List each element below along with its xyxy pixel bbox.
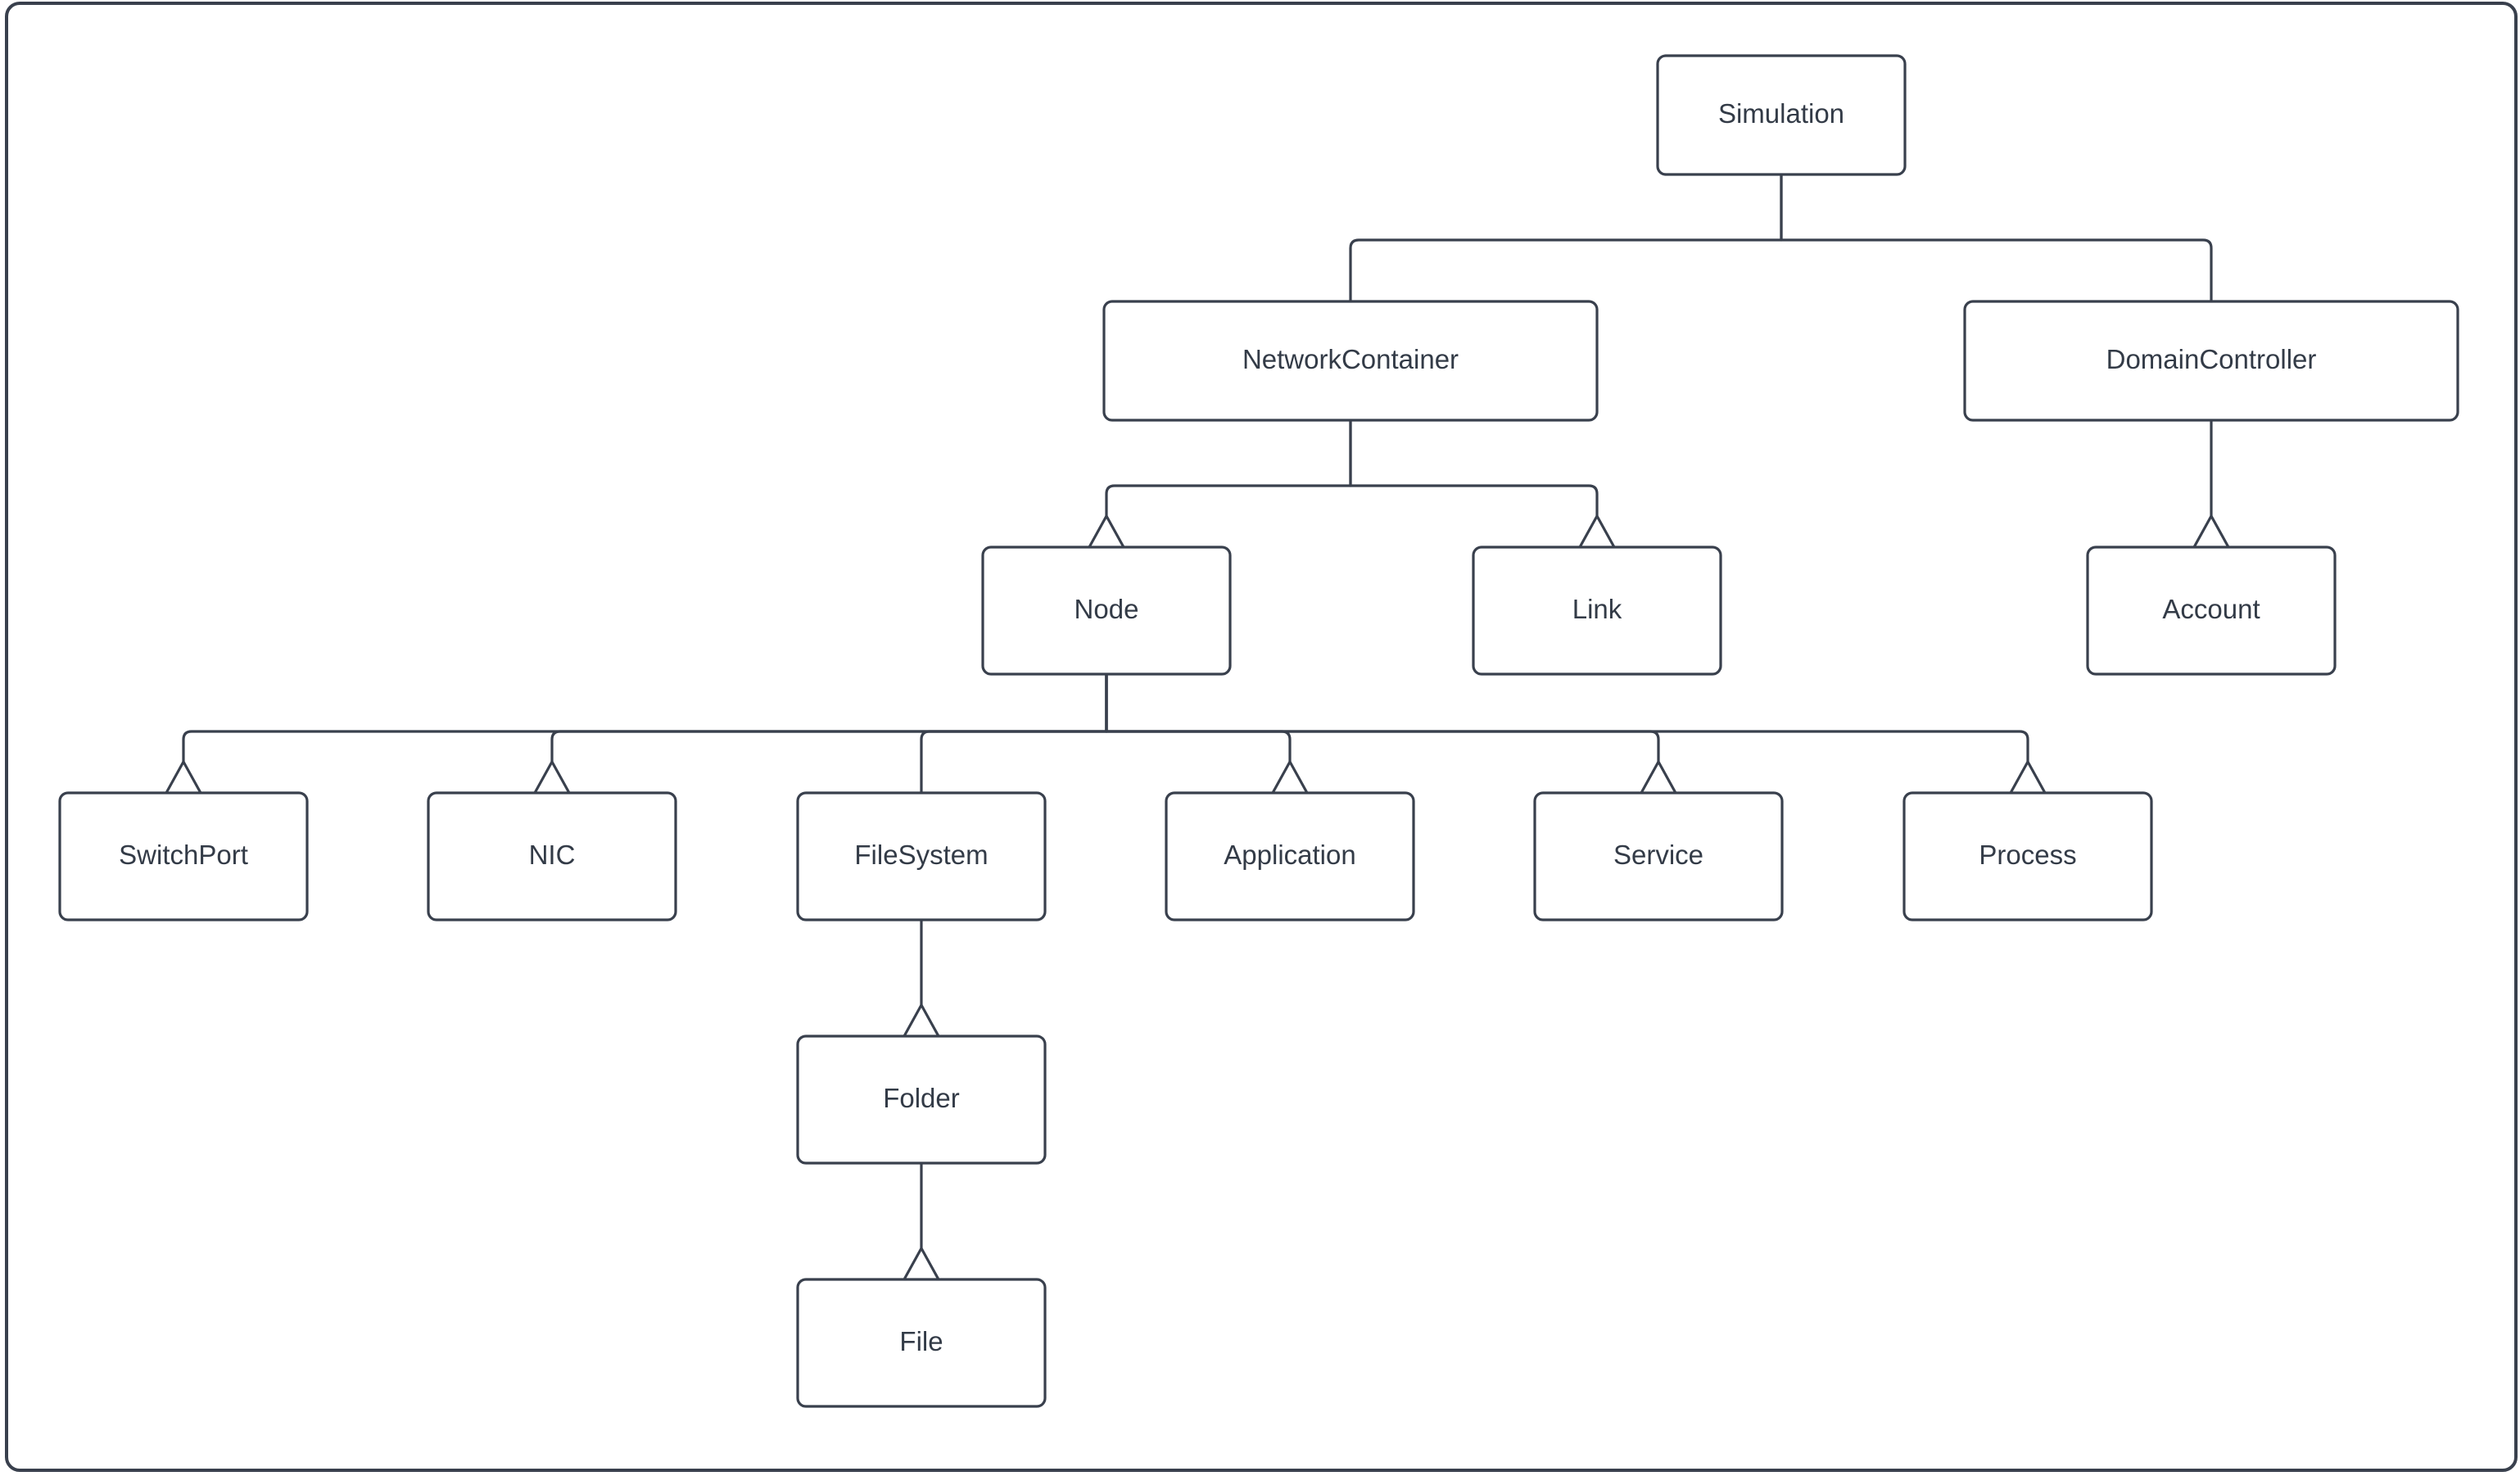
class-box-networkcontainer[interactable]: NetworkContainer [1102, 300, 1599, 422]
class-box-rect [1102, 300, 1599, 422]
class-box-rect [1656, 54, 1907, 176]
class-label-service: Service [1613, 840, 1703, 870]
generalization-arrow-process [2009, 761, 2047, 794]
class-box-application[interactable]: Application [1165, 791, 1415, 921]
class-label-domaincontroller: DomainController [2106, 344, 2317, 374]
class-label-simulation: Simulation [1718, 98, 1844, 129]
generalization-arrow-folder [903, 1004, 940, 1037]
class-box-rect [1472, 546, 1722, 676]
class-box-link[interactable]: Link [1472, 546, 1722, 676]
class-box-rect [1533, 791, 1784, 921]
generalization-arrow-switchport [165, 761, 202, 794]
class-label-file: File [899, 1326, 943, 1356]
class-label-networkcontainer: NetworkContainer [1242, 344, 1459, 374]
class-box-rect [796, 1035, 1047, 1165]
edge-layer [165, 174, 2230, 1280]
edge-simulation-to-networkcontainer [1349, 174, 1783, 301]
class-box-rect [1902, 791, 2153, 921]
class-box-switchport[interactable]: SwitchPort [58, 791, 309, 921]
edge-node-to-process [1105, 674, 2029, 762]
class-box-rect [796, 791, 1047, 921]
class-label-switchport: SwitchPort [119, 840, 248, 870]
class-box-node[interactable]: Node [981, 546, 1232, 676]
class-box-rect [58, 791, 309, 921]
class-box-rect [796, 1278, 1047, 1408]
edge-node-to-filesystem [920, 674, 1108, 793]
edge-networkcontainer-to-node [1105, 420, 1352, 516]
class-label-account: Account [2162, 594, 2260, 624]
class-box-domaincontroller[interactable]: DomainController [1963, 300, 2459, 422]
edge-simulation-to-domaincontroller [1780, 174, 2213, 301]
class-label-application: Application [1224, 840, 1355, 870]
class-box-rect [2086, 546, 2337, 676]
class-label-node: Node [1075, 594, 1139, 624]
generalization-arrow-service [1640, 761, 1677, 794]
class-box-service[interactable]: Service [1533, 791, 1784, 921]
generalization-arrow-application [1271, 761, 1309, 794]
class-box-account[interactable]: Account [2086, 546, 2337, 676]
class-label-nic: NIC [529, 840, 576, 870]
generalization-arrow-account [2192, 515, 2230, 548]
edge-networkcontainer-to-link [1349, 420, 1599, 516]
edge-node-to-switchport [182, 674, 1108, 762]
class-box-process[interactable]: Process [1902, 791, 2153, 921]
class-label-link: Link [1572, 594, 1622, 624]
generalization-arrow-file [903, 1247, 940, 1280]
edge-node-to-nic [550, 674, 1108, 762]
class-label-folder: Folder [883, 1083, 960, 1113]
class-box-nic[interactable]: NIC [427, 791, 677, 921]
class-box-rect [1165, 791, 1415, 921]
class-box-rect [981, 546, 1232, 676]
class-box-folder[interactable]: Folder [796, 1035, 1047, 1165]
generalization-arrow-nic [533, 761, 571, 794]
class-box-rect [1963, 300, 2459, 422]
diagram-frame [5, 2, 2518, 1472]
generalization-arrow-link [1578, 515, 1616, 548]
class-box-rect [427, 791, 677, 921]
class-box-simulation[interactable]: Simulation [1656, 54, 1907, 176]
class-label-process: Process [1979, 840, 2076, 870]
class-box-file[interactable]: File [796, 1278, 1047, 1408]
class-label-filesystem: FileSystem [854, 840, 988, 870]
generalization-arrow-node [1088, 515, 1125, 548]
class-box-filesystem[interactable]: FileSystem [796, 791, 1047, 921]
